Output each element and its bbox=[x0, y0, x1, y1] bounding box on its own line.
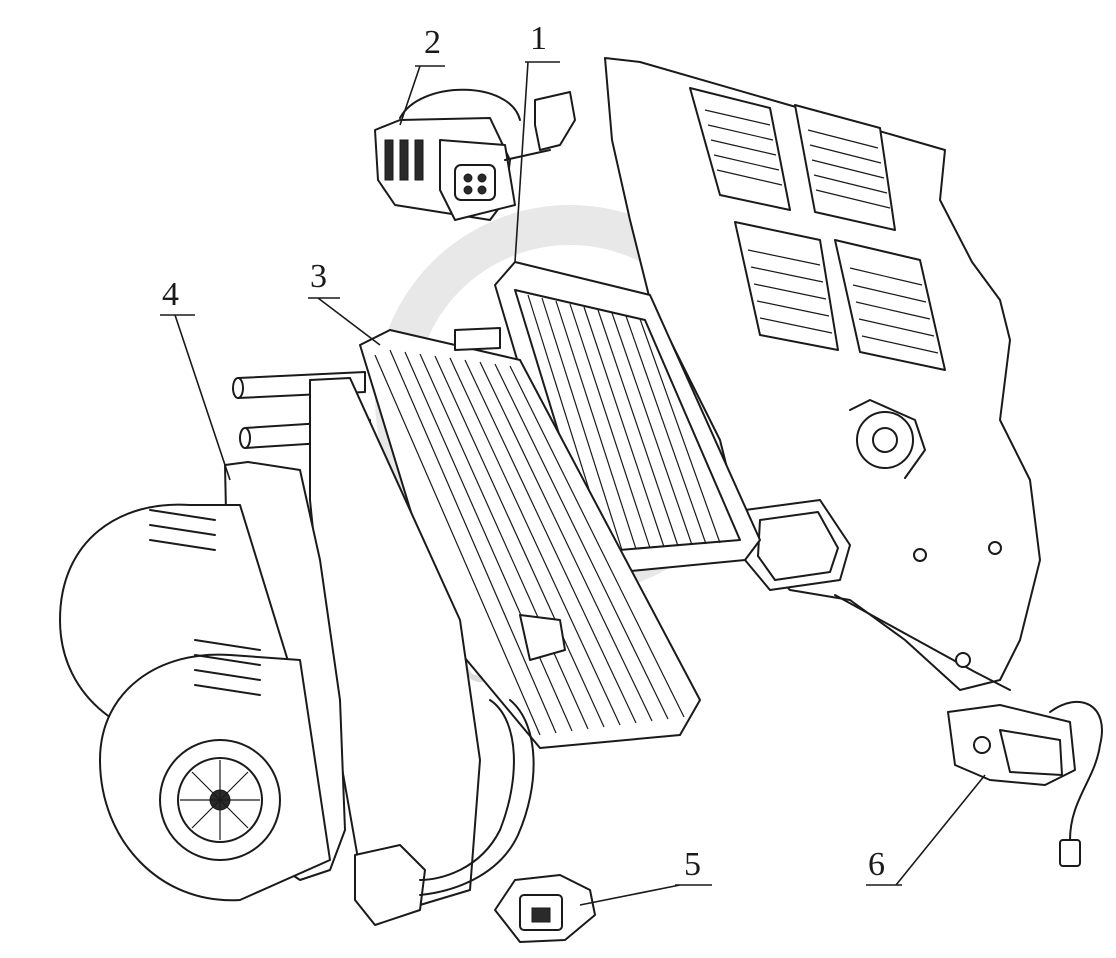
leader-line-1 bbox=[514, 61, 560, 263]
vent-grille-4 bbox=[834, 239, 946, 371]
callout-5: 5 bbox=[684, 848, 701, 882]
blower-ribs bbox=[149, 509, 261, 696]
leader-line-4 bbox=[160, 314, 231, 481]
leader-line-6 bbox=[866, 774, 986, 886]
leader-line-5 bbox=[579, 884, 712, 906]
callout-2: 2 bbox=[424, 26, 441, 60]
callout-4-label: 4 bbox=[162, 276, 179, 313]
connector-part-5 bbox=[494, 874, 596, 943]
housing-actuator bbox=[849, 399, 926, 479]
housing-rod bbox=[834, 594, 1011, 691]
callout-5-label: 5 bbox=[684, 846, 701, 883]
housing-bolt bbox=[913, 548, 927, 562]
vent-grille-3 bbox=[734, 221, 839, 351]
callout-1: 1 bbox=[530, 22, 547, 56]
callout-6-label: 6 bbox=[868, 846, 885, 883]
callout-6: 6 bbox=[868, 848, 885, 882]
callout-2-label: 2 bbox=[424, 24, 441, 61]
callout-3: 3 bbox=[310, 260, 327, 294]
vent-grille-1 bbox=[689, 87, 791, 211]
leader-lines bbox=[160, 61, 986, 906]
blower-assembly bbox=[59, 377, 566, 926]
resistor-connector bbox=[374, 88, 576, 221]
leader-line-3 bbox=[308, 297, 381, 346]
leader-line-2 bbox=[399, 65, 445, 126]
housing-bolt bbox=[988, 541, 1002, 555]
evaporator-fins bbox=[374, 349, 685, 736]
housing-bolt bbox=[955, 652, 971, 668]
callout-4: 4 bbox=[162, 278, 179, 312]
callout-3-label: 3 bbox=[310, 258, 327, 295]
hvac-housing bbox=[604, 57, 1041, 691]
actuator-part-6 bbox=[947, 701, 1103, 867]
vent-grille-2 bbox=[794, 104, 896, 231]
callout-1-label: 1 bbox=[530, 20, 547, 57]
blower-fan-blades bbox=[180, 760, 260, 840]
